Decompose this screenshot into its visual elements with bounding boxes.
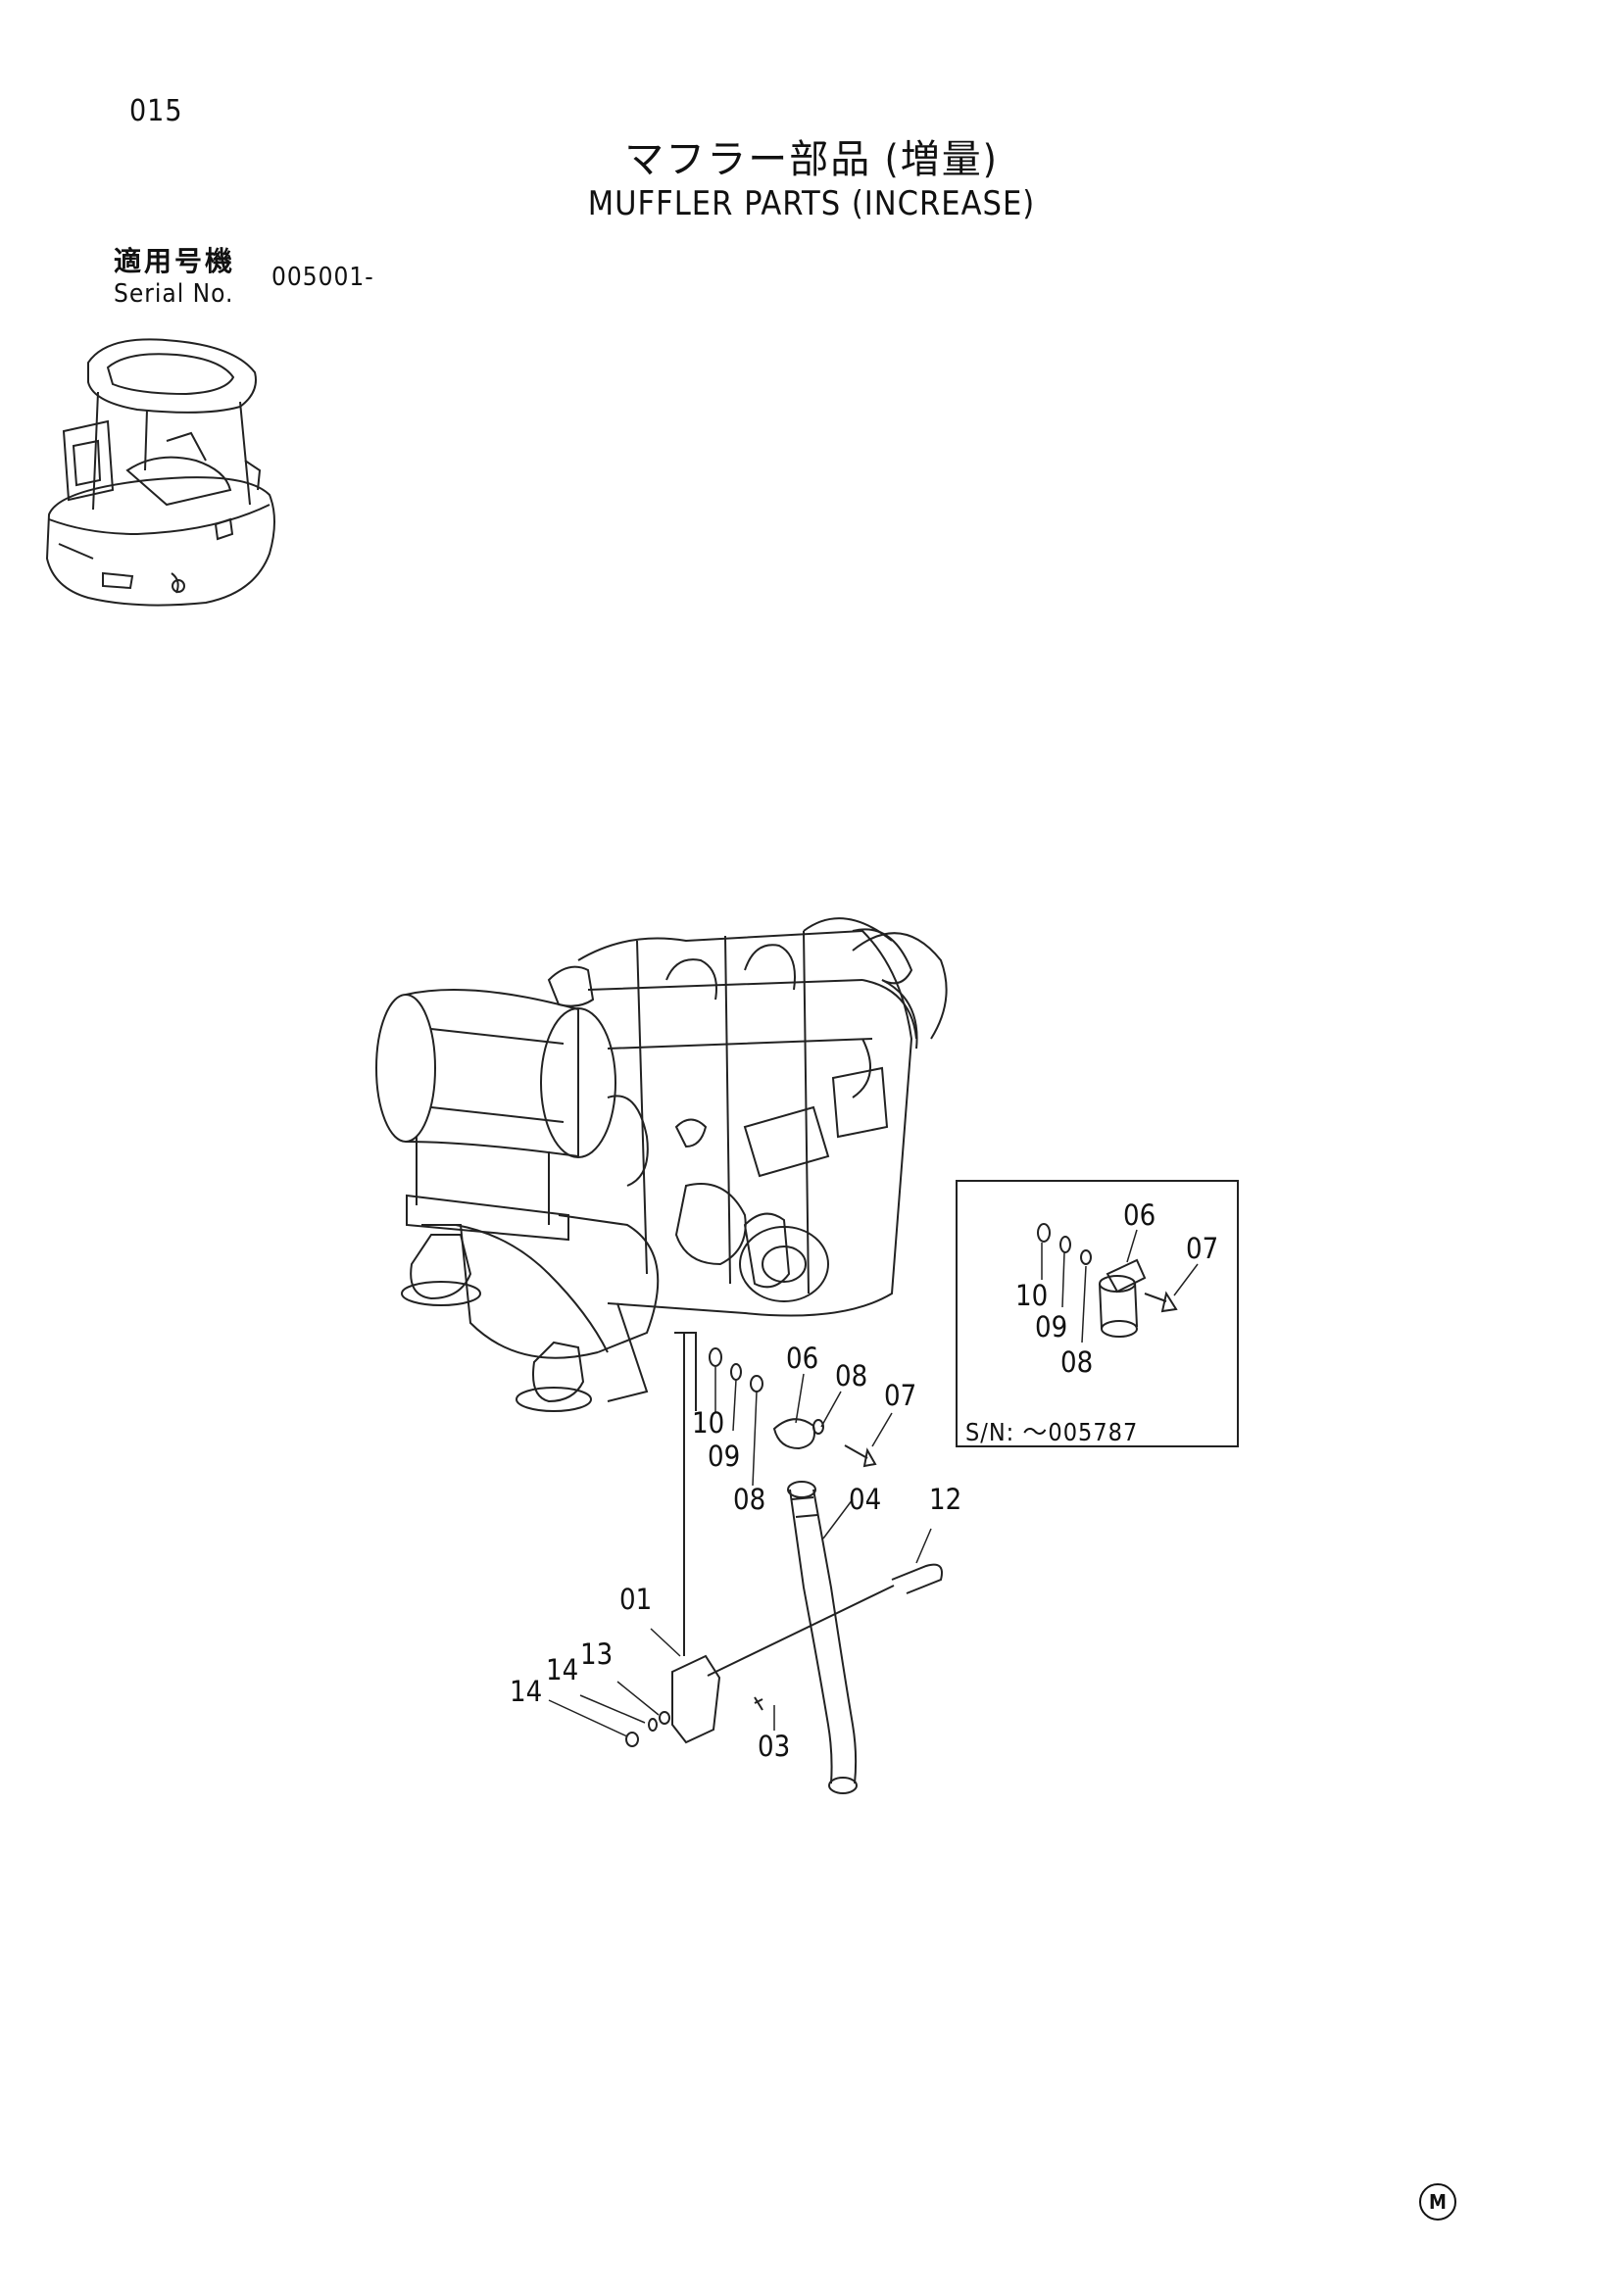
callout-14-upper: 14 xyxy=(546,1653,578,1686)
u-bolt-leader-line xyxy=(707,1585,895,1677)
muffler-body xyxy=(375,989,649,1242)
washer-08b xyxy=(812,1419,824,1435)
u-bolt xyxy=(891,1563,943,1594)
excavator-thumbnail-illustration xyxy=(45,338,275,607)
exhaust-pipe xyxy=(787,1481,858,1794)
pipe-clamp xyxy=(772,1418,815,1450)
callout-09: 09 xyxy=(708,1440,740,1473)
bracket-bolt xyxy=(754,1696,763,1711)
callout-08-lower: 08 xyxy=(733,1483,765,1516)
cooling-fan xyxy=(803,917,918,1099)
nut-10 xyxy=(709,1347,722,1367)
washer-14 xyxy=(648,1718,658,1732)
inset-washer-08 xyxy=(1080,1249,1092,1265)
serial-label-japanese: 適用号機 xyxy=(114,245,236,277)
nut-14 xyxy=(625,1732,639,1747)
callout-07: 07 xyxy=(884,1379,916,1412)
callout-03: 03 xyxy=(758,1730,790,1763)
washer-08 xyxy=(750,1375,763,1392)
inset-clamp xyxy=(1106,1258,1147,1294)
serial-number-value: 005001- xyxy=(271,263,374,292)
inset-nut-10 xyxy=(1037,1223,1051,1243)
inset-detail-box xyxy=(956,1180,1239,1447)
page-title-english: MUFFLER PARTS (INCREASE) xyxy=(587,184,1036,223)
inset-washer-09 xyxy=(1059,1236,1071,1253)
washer-09 xyxy=(730,1363,742,1381)
callout-13: 13 xyxy=(580,1637,613,1671)
clamp-bolt xyxy=(844,1444,877,1468)
callout-leaders xyxy=(548,1367,932,1737)
engine-block xyxy=(421,929,948,1402)
callout-14-lower: 14 xyxy=(510,1675,542,1708)
catalog-mark-symbol: M xyxy=(1419,2183,1456,2221)
callout-12: 12 xyxy=(929,1483,961,1516)
inset-callout-10: 10 xyxy=(1015,1279,1048,1312)
page-number: 015 xyxy=(129,94,183,128)
inset-callout-09: 09 xyxy=(1035,1310,1067,1343)
inset-serial-range: S/N: ～005787 xyxy=(965,1418,1139,1446)
callout-08: 08 xyxy=(835,1359,867,1392)
inset-leaders xyxy=(1041,1229,1199,1343)
inset-callout-08: 08 xyxy=(1060,1345,1093,1379)
engine-mounts xyxy=(401,1212,791,1412)
inset-bolt xyxy=(1144,1291,1178,1313)
callout-10: 10 xyxy=(692,1406,724,1440)
inset-callout-06: 06 xyxy=(1123,1198,1156,1232)
callout-01: 01 xyxy=(619,1583,652,1616)
callout-06: 06 xyxy=(786,1342,818,1375)
washer-13 xyxy=(659,1711,670,1725)
serial-label-english: Serial No. xyxy=(114,279,234,309)
inset-callout-07: 07 xyxy=(1186,1232,1218,1265)
inset-drawing xyxy=(1037,1223,1178,1338)
page-title-japanese: マフラー部品 (増量) xyxy=(624,137,999,182)
callout-04: 04 xyxy=(849,1483,881,1516)
mounting-bracket xyxy=(671,1654,721,1744)
